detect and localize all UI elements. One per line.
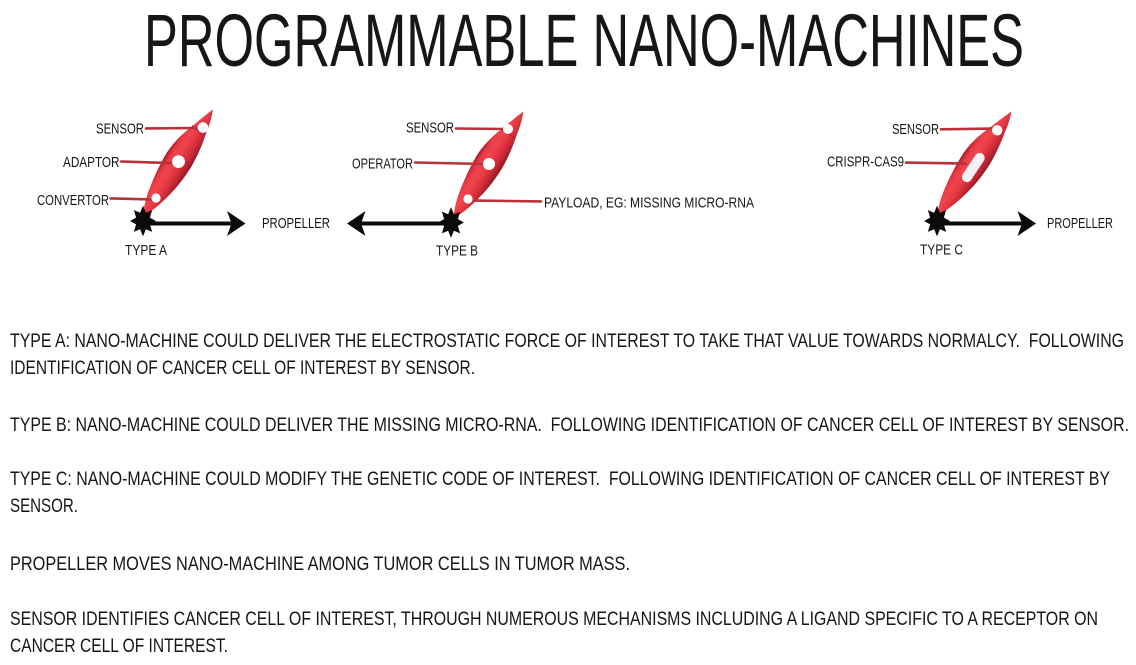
svg-text:OPERATOR: OPERATOR xyxy=(352,155,413,172)
svg-text:CANCER CELL OF INTEREST.: CANCER CELL OF INTEREST. xyxy=(10,635,228,657)
svg-text:IDENTIFICATION OF CANCER CELL: IDENTIFICATION OF CANCER CELL OF INTERES… xyxy=(10,357,475,379)
svg-text:TYPE B: TYPE B xyxy=(436,242,478,259)
svg-text:SENSOR: SENSOR xyxy=(892,121,939,138)
svg-text:SENSOR.: SENSOR. xyxy=(10,495,78,517)
svg-text:TYPE C: NANO-MACHINE COULD MOD: TYPE C: NANO-MACHINE COULD MODIFY THE GE… xyxy=(10,468,1110,490)
svg-text:SENSOR IDENTIFIES CANCER CELL: SENSOR IDENTIFIES CANCER CELL OF INTERES… xyxy=(10,608,1098,630)
svg-text:TYPE A: NANO-MACHINE COULD DEL: TYPE A: NANO-MACHINE COULD DELIVER THE E… xyxy=(10,330,1124,352)
svg-text:SENSOR: SENSOR xyxy=(406,119,454,136)
svg-text:SENSOR: SENSOR xyxy=(96,120,144,137)
svg-text:ADAPTOR: ADAPTOR xyxy=(63,154,120,171)
svg-text:TYPE B: NANO-MACHINE COULD DEL: TYPE B: NANO-MACHINE COULD DELIVER THE M… xyxy=(10,414,1129,436)
svg-text:PROPELLER: PROPELLER xyxy=(1047,215,1113,232)
svg-text:CONVERTOR: CONVERTOR xyxy=(37,192,109,209)
svg-text:PROGRAMMABLE NANO-MACHINES: PROGRAMMABLE NANO-MACHINES xyxy=(144,0,1024,82)
svg-text:PROPELLER: PROPELLER xyxy=(262,215,330,232)
svg-text:PROPELLER MOVES NANO-MACHINE A: PROPELLER MOVES NANO-MACHINE AMONG TUMOR… xyxy=(10,553,630,575)
svg-text:TYPE A: TYPE A xyxy=(125,242,167,259)
svg-text:TYPE C: TYPE C xyxy=(920,241,963,258)
svg-text:PAYLOAD, EG: MISSING MICRO-RNA: PAYLOAD, EG: MISSING MICRO-RNA xyxy=(544,194,754,211)
svg-text:CRISPR-CAS9: CRISPR-CAS9 xyxy=(827,154,904,171)
